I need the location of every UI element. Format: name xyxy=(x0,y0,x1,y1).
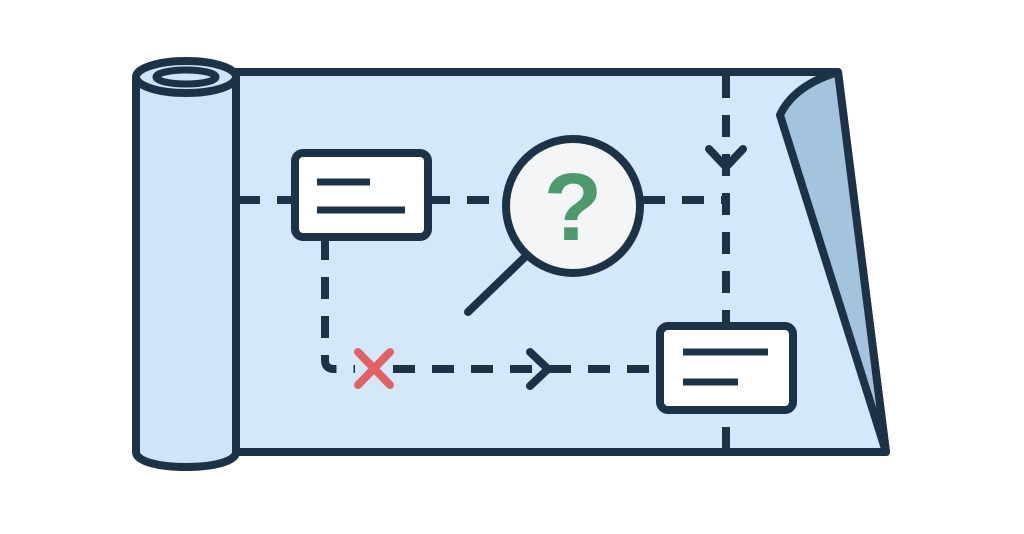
route-line-down-left xyxy=(321,238,355,373)
blueprint-roll xyxy=(132,57,240,471)
step-card-top xyxy=(291,149,432,241)
arrow-down-icon xyxy=(705,145,747,171)
route-lines xyxy=(238,76,730,448)
page-curl xyxy=(776,68,890,456)
question-mark-icon: ? xyxy=(544,154,603,261)
step-card-bottom xyxy=(656,322,797,414)
arrow-right-icon xyxy=(526,348,552,390)
magnifying-glass-icon: ? xyxy=(464,135,644,316)
x-mark-icon xyxy=(354,348,394,389)
